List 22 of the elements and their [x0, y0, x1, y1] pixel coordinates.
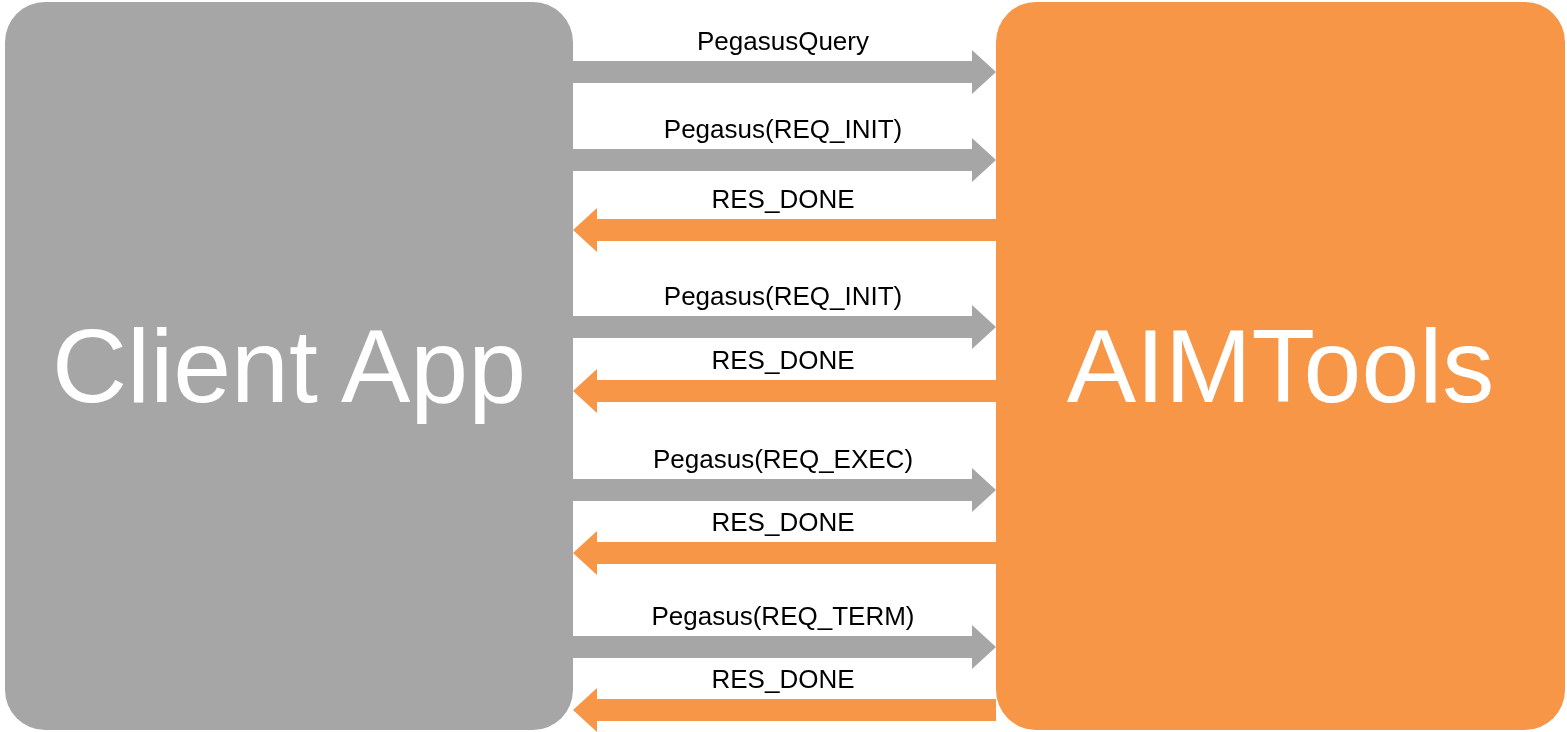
block-arrow	[573, 369, 996, 413]
block-arrow	[573, 531, 996, 575]
block-arrow	[573, 208, 996, 252]
edge-label: RES_DONE	[711, 347, 855, 373]
edge-label: PegasusQuery	[697, 28, 869, 54]
edge-label: Pegasus(REQ_EXEC)	[652, 446, 914, 472]
rounded-box	[996, 2, 1565, 730]
edge-label: RES_DONE	[711, 186, 855, 212]
edge-label: Pegasus(REQ_INIT)	[663, 283, 903, 309]
block-arrow	[573, 50, 996, 94]
edge-label: Pegasus(REQ_INIT)	[663, 116, 903, 142]
block-arrow	[573, 468, 996, 512]
rounded-box	[5, 2, 573, 730]
node-label: AIMTools	[1066, 306, 1495, 426]
block-arrow	[573, 305, 996, 349]
block-arrow	[573, 138, 996, 182]
block-arrow	[573, 625, 996, 669]
edge-label: Pegasus(REQ_TERM)	[651, 603, 915, 629]
edge-label: RES_DONE	[711, 509, 855, 535]
block-arrow	[573, 688, 996, 732]
edge-label: RES_DONE	[711, 666, 855, 692]
node-label: Client App	[51, 306, 527, 426]
